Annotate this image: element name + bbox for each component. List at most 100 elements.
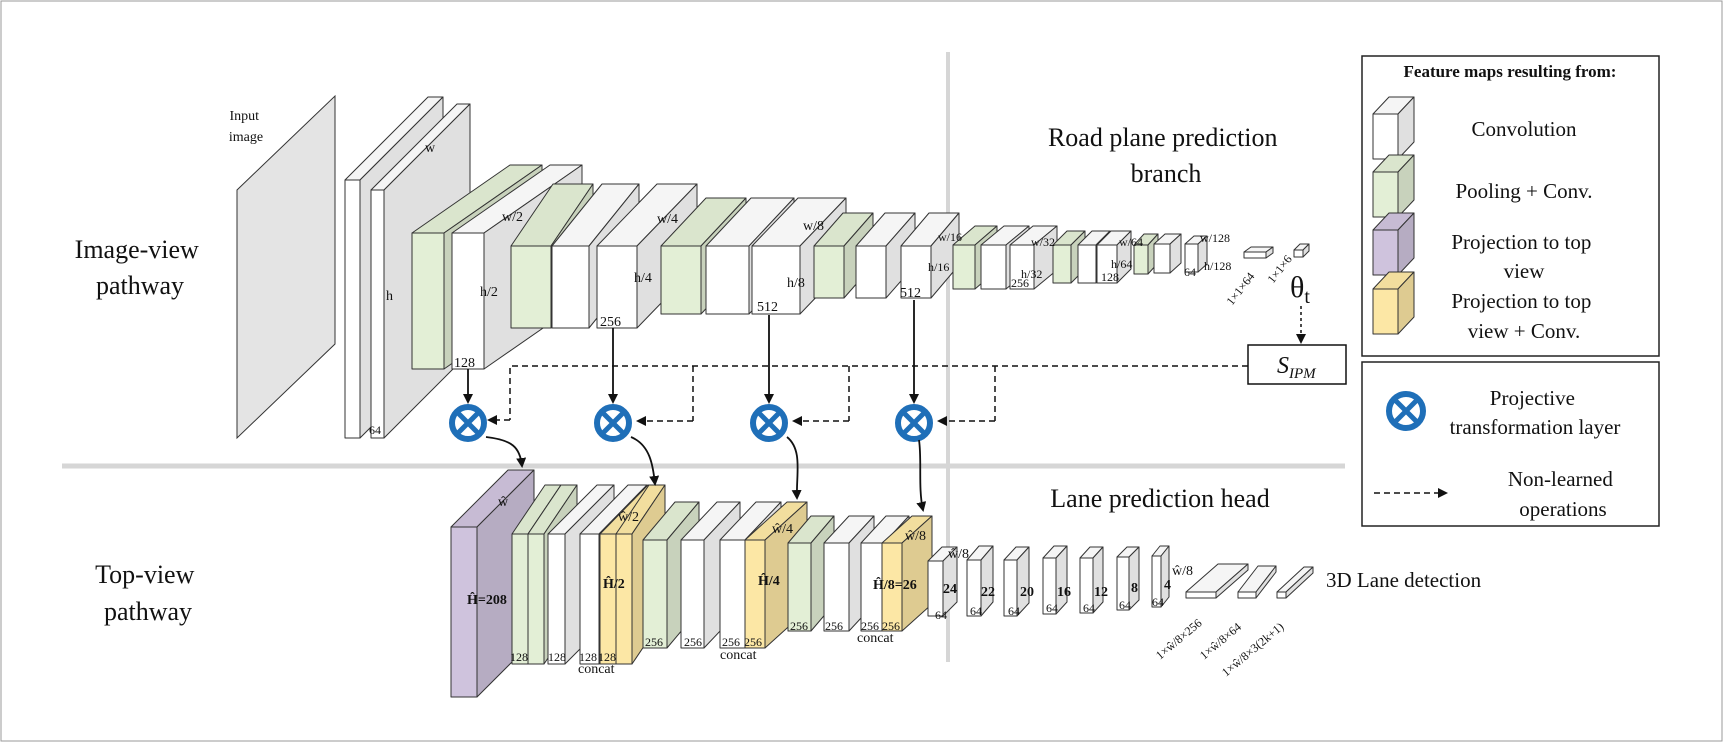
image-feature-map-3-front xyxy=(411,232,445,370)
projective-transform-icon xyxy=(1386,391,1426,431)
dim-128-t1: 128 xyxy=(510,650,528,664)
topview-feature-map-16 xyxy=(927,546,958,617)
dim-256-t7: 256 xyxy=(861,619,879,633)
yellow-box-icon xyxy=(1372,271,1415,335)
lane-head-title: Lane prediction head xyxy=(1050,484,1269,513)
topview-feature-map-23 xyxy=(1185,563,1249,599)
dim-256-t8: 256 xyxy=(882,619,900,633)
dim-256-t6: 256 xyxy=(825,619,843,633)
legend-title: Feature maps resulting from: xyxy=(1404,62,1617,81)
topview-feature-map-5-front xyxy=(579,533,600,665)
image-feature-map-8-front xyxy=(660,245,702,315)
image-feature-map-17-front xyxy=(1052,244,1072,284)
topview-feature-map-21-front xyxy=(1116,556,1130,611)
image-feature-map-16-front xyxy=(1009,244,1035,290)
concat-label-1: concat xyxy=(578,662,615,677)
op-cross-2-2 xyxy=(601,411,625,435)
dim-w2-hat: ŵ/2 xyxy=(618,510,639,525)
dim-h: h xyxy=(386,289,393,304)
image-feature-map-19-front xyxy=(1096,244,1118,284)
topview-feature-map-18 xyxy=(1003,546,1030,617)
image-feature-map-13-front xyxy=(900,245,932,299)
dim-256-b: 256 xyxy=(1011,276,1029,290)
topview-feature-map-15-front xyxy=(881,542,903,632)
dim-h16: h/16 xyxy=(928,260,949,274)
theta-label: θt xyxy=(1290,271,1310,308)
legend-label-projection-conv: Projection to top view + Conv. xyxy=(1451,289,1596,343)
white-box-icon-front xyxy=(1372,113,1399,160)
image-feature-map-23 xyxy=(1243,246,1274,259)
image-feature-map-10-front xyxy=(751,245,801,315)
dim-H4: Ĥ/4 xyxy=(758,572,780,589)
dim-128-t4: 128 xyxy=(598,650,616,664)
topview-feature-map-21 xyxy=(1116,546,1140,611)
image-feature-map-21-front xyxy=(1153,243,1171,274)
op-cross-4-2 xyxy=(902,411,926,435)
image-feature-map-20-front xyxy=(1133,244,1149,275)
legend-label-projective: Projective transformation layer xyxy=(1450,386,1621,439)
topview-feature-map-16-front xyxy=(927,560,944,617)
concat-label-2: concat xyxy=(720,648,757,663)
topview-feature-map-18-front xyxy=(1003,559,1018,617)
topview-feature-map-12-front xyxy=(787,542,812,632)
legend-icons xyxy=(1372,96,1415,335)
dim-256-t5: 256 xyxy=(790,619,808,633)
dim-16: 16 xyxy=(1057,585,1071,600)
topview-feature-map-25 xyxy=(1276,566,1314,599)
projection-to-topview-arrows xyxy=(485,436,927,512)
topview-feature-map-17-front xyxy=(966,559,982,617)
dim-64-t6: 64 xyxy=(1119,598,1131,612)
dim-w8: w/8 xyxy=(803,219,824,234)
legend-label-projection: Projection to top view xyxy=(1451,230,1596,283)
dim-out-1: 1×ŵ/8×256 xyxy=(1153,616,1205,662)
dim-w: w xyxy=(425,141,436,156)
image-feature-map-12-front xyxy=(855,245,887,299)
topview-feature-map-10-front xyxy=(719,539,746,649)
image-feature-map-14-front xyxy=(952,244,976,290)
dim-w8-hat-c: ŵ/8 xyxy=(1172,564,1193,579)
image-feature-map-5-front xyxy=(510,245,552,329)
topview-feature-map-4-front xyxy=(547,533,566,665)
image-feature-map-1-front xyxy=(344,179,361,439)
dim-H2: Ĥ/2 xyxy=(603,575,625,592)
topview-feature-map-24 xyxy=(1237,565,1277,599)
yellow-box-icon-front xyxy=(1372,288,1399,335)
topview-feature-map-22-front xyxy=(1151,555,1162,608)
dim-H8: Ĥ/8=26 xyxy=(873,576,917,593)
dim-w4-hat: ŵ/4 xyxy=(772,522,793,537)
dim-w32: w/32 xyxy=(1031,235,1055,249)
topview-feature-map-23-front xyxy=(1185,591,1217,599)
sipm-dashed-lines xyxy=(487,365,1248,426)
dim-w4: w/4 xyxy=(657,212,678,227)
feature-to-projection-arrows xyxy=(463,300,919,404)
image-feature-map-24 xyxy=(1293,243,1310,258)
image-feature-map-16 xyxy=(1009,225,1058,290)
dim-w8-hat: ŵ/8 xyxy=(905,529,926,544)
topview-feature-map-19-front xyxy=(1042,557,1057,615)
dim-64-t7: 64 xyxy=(1152,595,1164,609)
projective-transform-ops xyxy=(449,404,933,442)
op-cross-1-2 xyxy=(456,411,480,435)
concat-label-3: concat xyxy=(857,631,894,646)
image-feature-map-11-front xyxy=(813,245,845,299)
dim-h4: h/4 xyxy=(634,271,652,286)
image-feature-map-4-front xyxy=(451,232,485,370)
topview-feature-map-17 xyxy=(966,545,994,617)
dim-64: 64 xyxy=(369,423,381,437)
dim-64-t2: 64 xyxy=(970,604,982,618)
dim-w64: w/64 xyxy=(1119,235,1143,249)
dim-w128: w/128 xyxy=(1200,231,1230,245)
green-box-icon xyxy=(1372,154,1415,218)
image-view-pathway-title: Image-view pathway xyxy=(75,235,206,300)
purple-box-icon-front xyxy=(1372,229,1399,276)
dim-64-b: 64 xyxy=(1184,265,1196,279)
road-plane-title: Road plane prediction branch xyxy=(1048,123,1284,188)
legend-label-pooling: Pooling + Conv. xyxy=(1455,179,1592,203)
top-view-pathway-title: Top-view pathway xyxy=(95,560,201,626)
dim-128: 128 xyxy=(454,356,475,371)
dim-256-t4: 256 xyxy=(744,635,762,649)
dim-w2: w/2 xyxy=(502,210,523,225)
dim-22: 22 xyxy=(981,585,995,600)
dim-256-t1: 256 xyxy=(645,635,663,649)
